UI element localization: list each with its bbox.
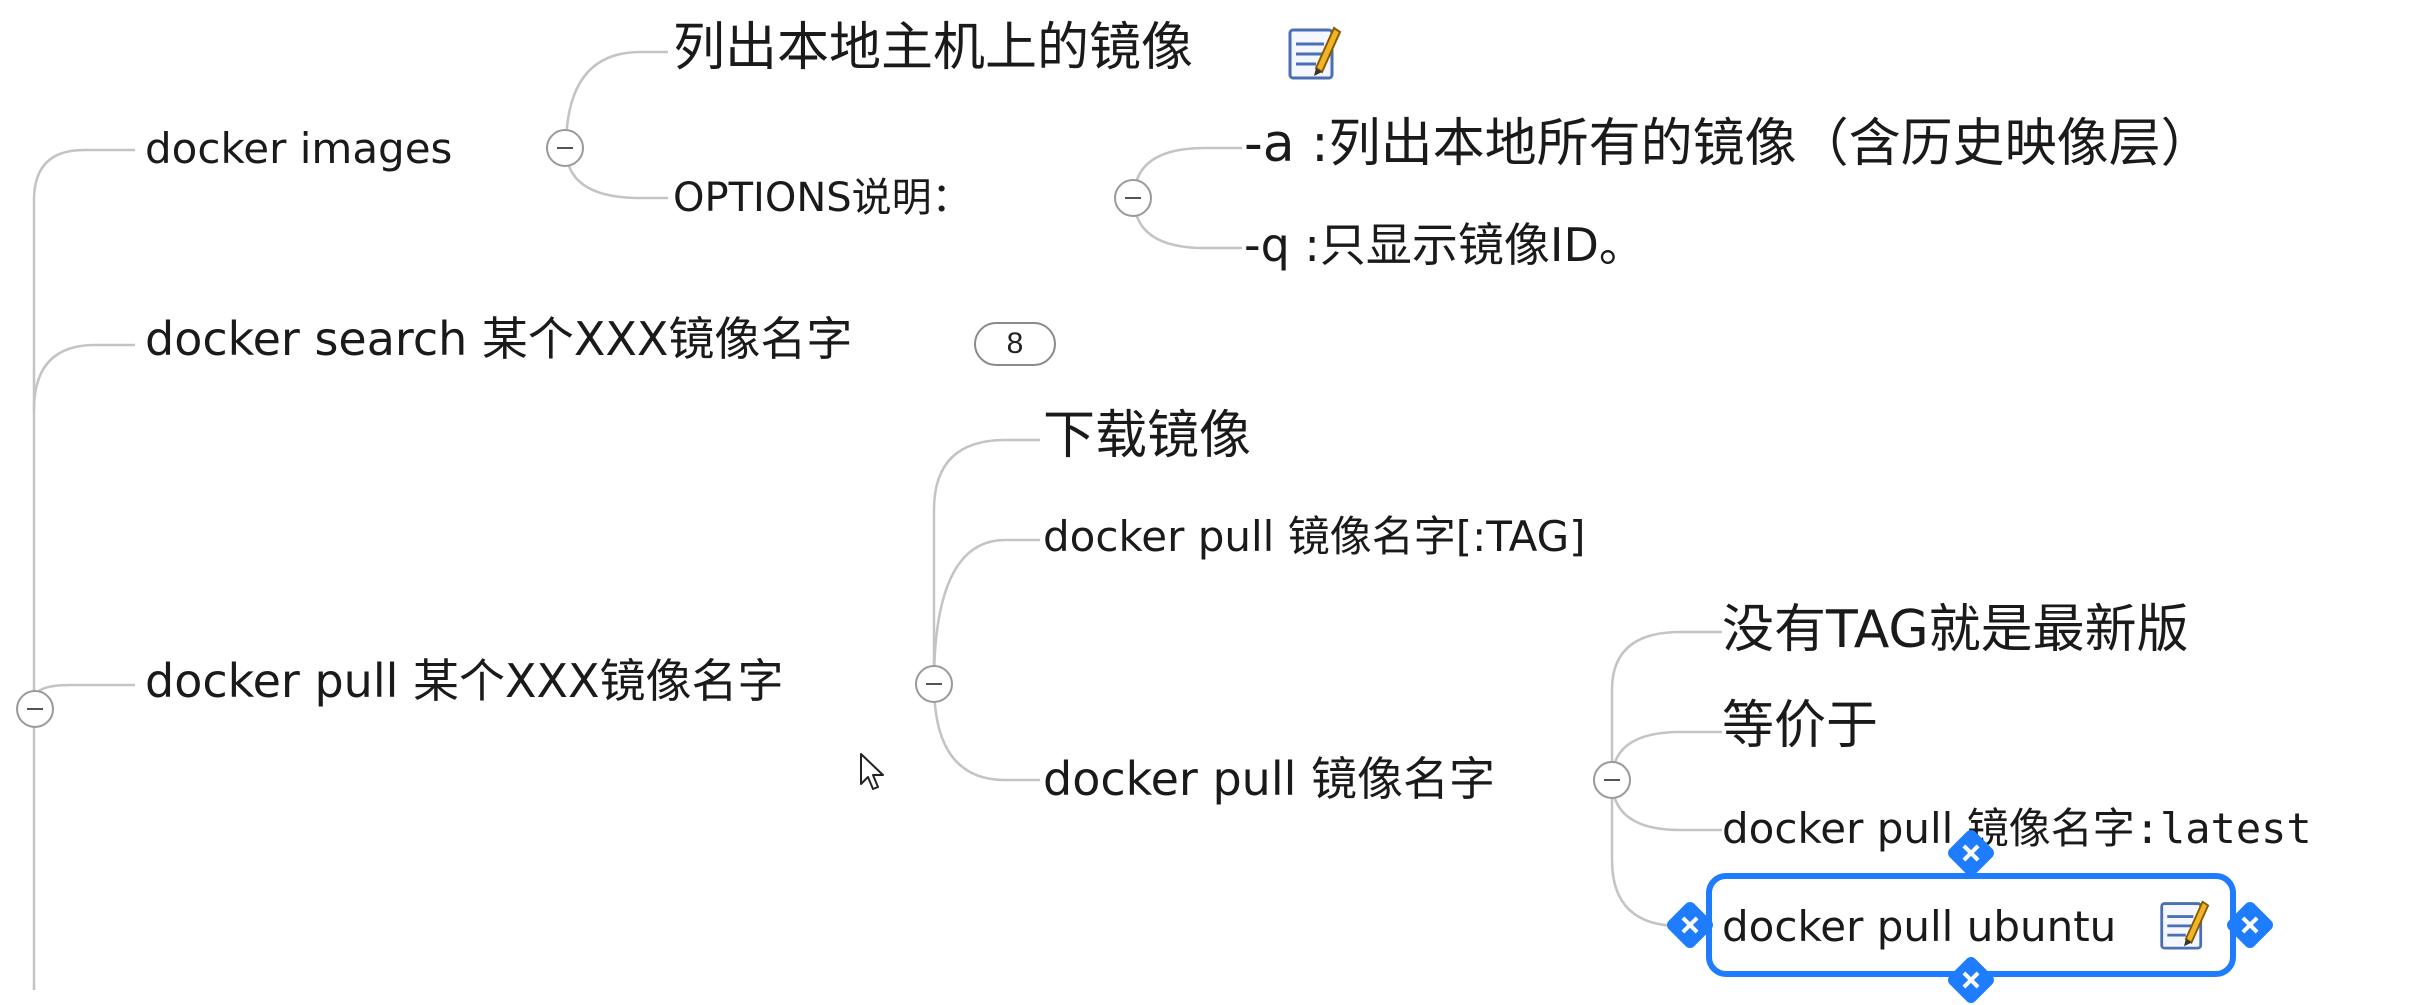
option-a-node[interactable]: -a :列出本地所有的镜像（含历史映像层） [1244,114,2213,174]
pull-latest-tag: :latest [2134,804,2312,853]
root-collapse-icon[interactable] [16,690,54,728]
pull-latest-prefix: docker pull 镜像名字 [1722,804,2135,853]
pull-ubuntu-node[interactable]: docker pull ubuntu [1722,902,2117,951]
option-q-node[interactable]: -q :只显示镜像ID。 [1244,218,1645,272]
docker-pull-collapse-icon[interactable] [915,665,953,703]
docker-search-node[interactable]: docker search 某个XXX镜像名字 [145,312,853,366]
mouse-cursor-icon [860,753,884,790]
docker-search-count-badge[interactable]: 8 [974,322,1056,366]
docker-images-node[interactable]: docker images [145,124,453,173]
download-image-node[interactable]: 下载镜像 [1043,406,1252,466]
note-icon[interactable] [1286,22,1342,82]
note-icon[interactable] [2158,896,2210,952]
docker-images-description-node[interactable]: 列出本地主机上的镜像 [673,18,1194,78]
pull-short-node[interactable]: docker pull 镜像名字 [1043,752,1496,806]
docker-pull-node[interactable]: docker pull 某个XXX镜像名字 [145,654,784,708]
pull-short-collapse-icon[interactable] [1593,761,1631,799]
docker-images-collapse-icon[interactable] [546,129,584,167]
equivalent-node[interactable]: 等价于 [1722,696,1879,756]
pull-latest-node[interactable]: docker pull 镜像名字:latest [1722,808,2312,850]
options-collapse-icon[interactable] [1114,179,1152,217]
options-node[interactable]: OPTIONS说明： [673,175,972,221]
no-tag-node[interactable]: 没有TAG就是最新版 [1722,600,2189,660]
pull-syntax-node[interactable]: docker pull 镜像名字[:TAG] [1043,512,1586,561]
